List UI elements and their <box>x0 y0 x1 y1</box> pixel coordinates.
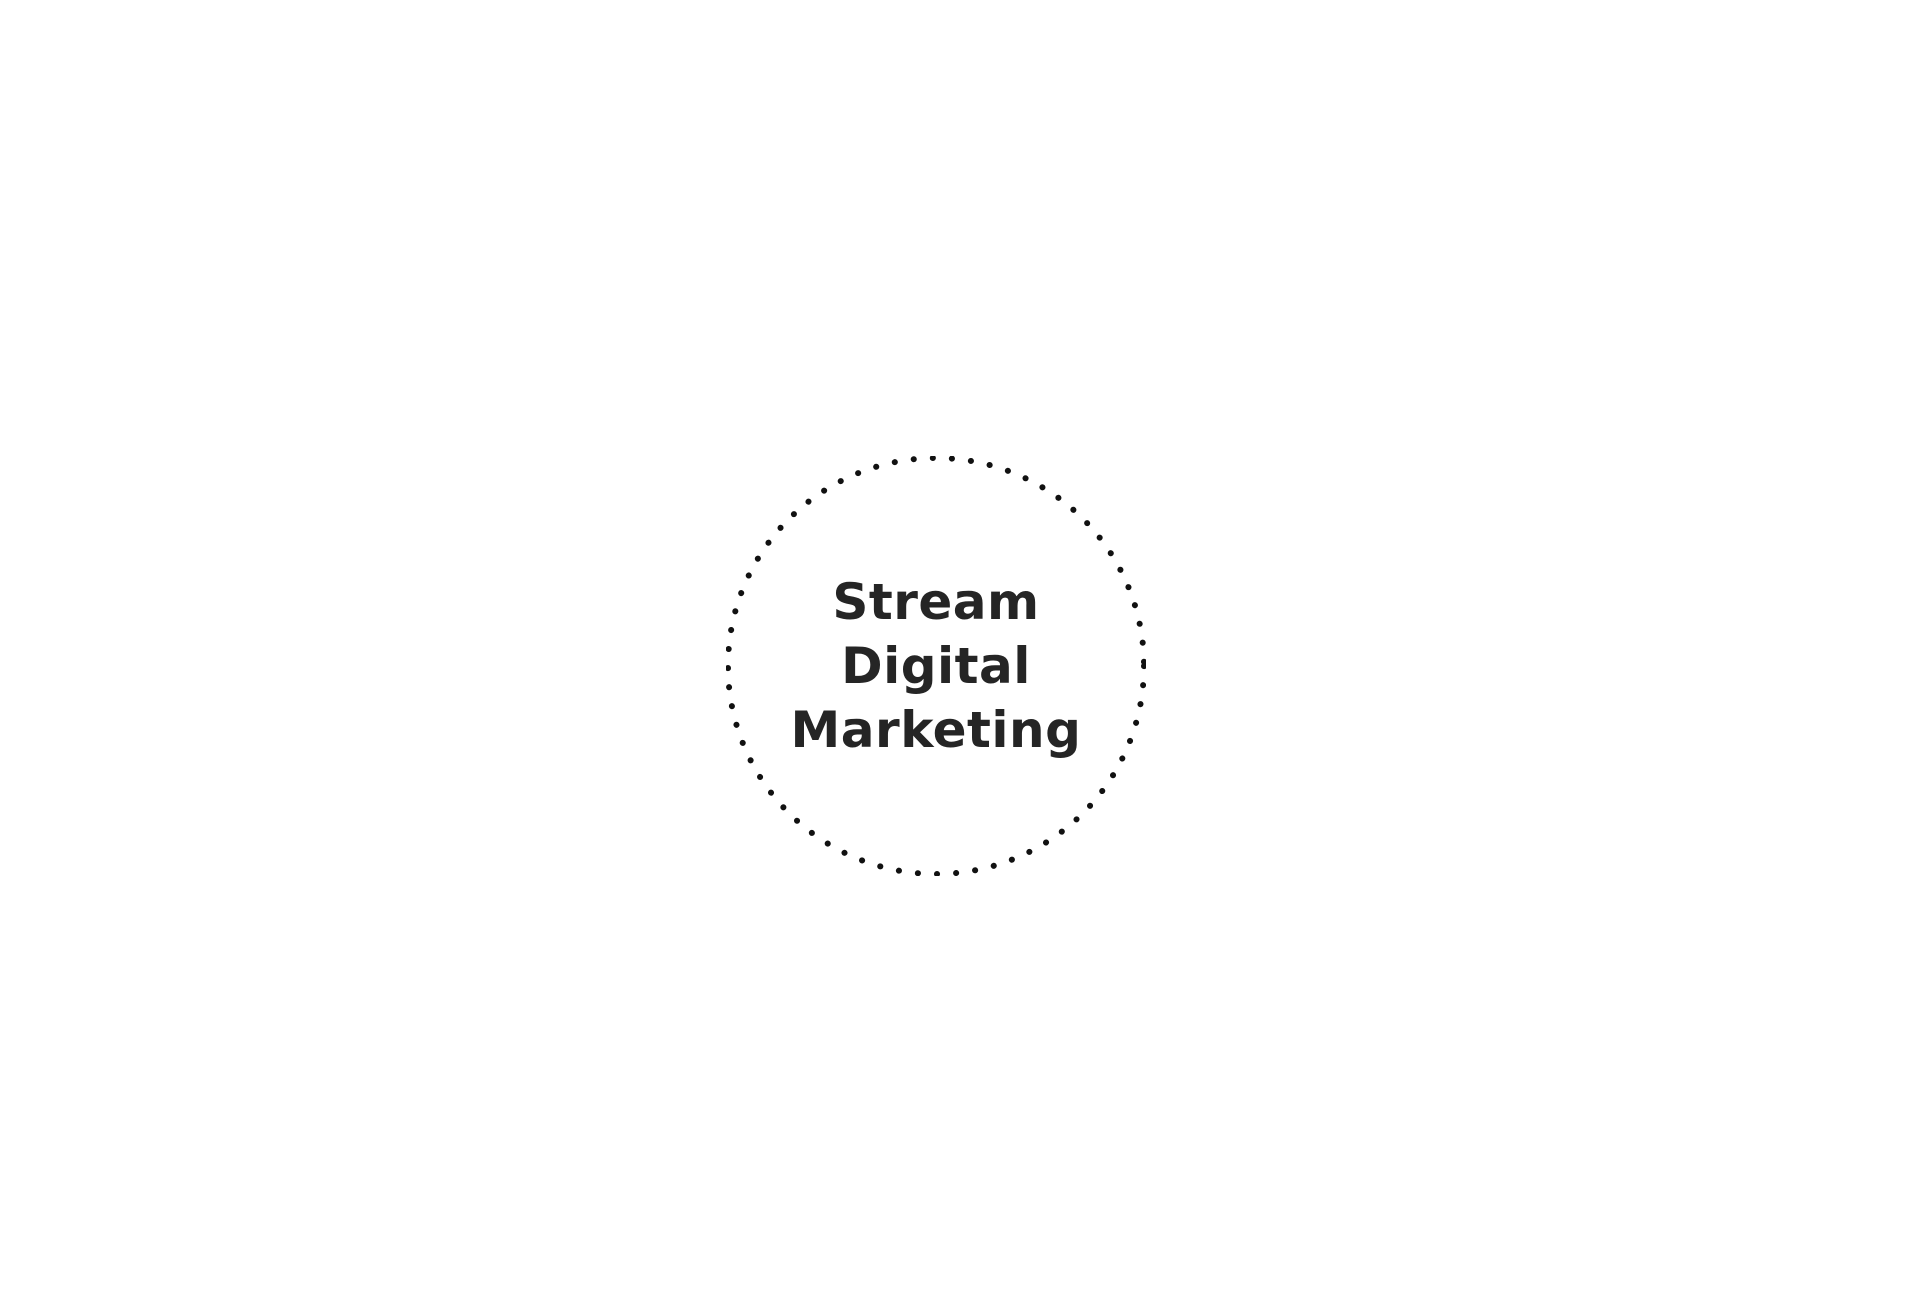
logo-line-3: Marketing <box>790 701 1082 759</box>
logo-line-2: Digital <box>841 637 1031 695</box>
brand-logo: Stream Digital Marketing <box>726 456 1146 876</box>
dotted-circle-icon <box>726 456 1146 876</box>
logo-wordmark: Stream Digital Marketing <box>726 456 1146 876</box>
logo-line-1: Stream <box>832 573 1040 631</box>
